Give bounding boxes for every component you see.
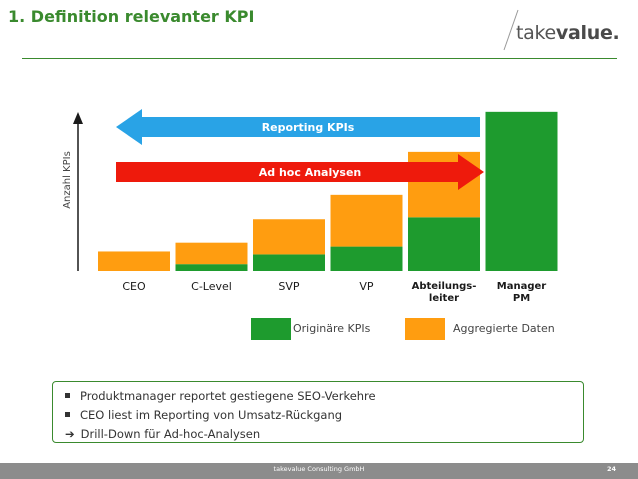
logo-slash-icon [503, 9, 519, 51]
conclusion-text: Drill-Down für Ad-hoc-Analysen [80, 427, 261, 441]
bar-c-level-aggregierte-daten [175, 242, 248, 265]
company-logo: takevalue. [516, 22, 620, 44]
bullet-icon [65, 393, 70, 398]
note-conclusion: ➔ Drill-Down für Ad-hoc-Analysen [65, 425, 583, 444]
footer-company: takevalue Consulting GmbH [273, 465, 365, 473]
y-axis-arrow-icon [73, 112, 83, 124]
slide-title: 1. Definition relevanter KPI [8, 7, 255, 26]
bar-svp-aggregierte-daten [253, 219, 325, 255]
bar-vp-aggregierte-daten [330, 194, 403, 247]
bar-abteilungs-leiter-origin-re-kpis [408, 217, 480, 271]
bar-manager-pm-origin-re-kpis [485, 111, 558, 271]
category-label: Abteilungs-leiter [412, 281, 477, 304]
note-text: CEO liest im Reporting von Umsatz-Rückga… [80, 408, 343, 422]
legend-label-originaere: Originäre KPIs [293, 322, 371, 335]
reporting-arrow-label: Reporting KPIs [262, 121, 355, 134]
note-item: CEO liest im Reporting von Umsatz-Rückga… [65, 406, 583, 425]
note-text: Produktmanager reportet gestiegene SEO-V… [80, 389, 376, 403]
title-rule [22, 58, 617, 59]
legend-swatch-originaere [251, 318, 291, 340]
logo-main: value. [555, 22, 620, 44]
adhoc-arrow-label: Ad hoc Analysen [259, 166, 362, 179]
logo-prefix: take [516, 22, 556, 44]
footer-bar: takevalue Consulting GmbH 24 [0, 463, 638, 479]
notes-box: Produktmanager reportet gestiegene SEO-V… [52, 381, 584, 443]
bar-abteilungs-leiter-aggregierte-daten [408, 151, 480, 218]
note-item: Produktmanager reportet gestiegene SEO-V… [65, 387, 583, 406]
category-label: CEO [122, 280, 146, 293]
legend-swatch-aggregierte [405, 318, 445, 340]
reporting-arrow-icon [116, 109, 480, 145]
page-number: 24 [606, 465, 616, 473]
category-label: SVP [278, 280, 300, 293]
bar-ceo-aggregierte-daten [98, 251, 170, 271]
arrow-right-icon: ➔ [65, 427, 75, 441]
y-axis-label: Anzahl KPIs [62, 151, 73, 209]
adhoc-arrow-icon [116, 154, 484, 190]
category-label: VP [359, 280, 374, 293]
bullet-icon [65, 412, 70, 417]
bar-svp-origin-re-kpis [253, 254, 325, 271]
bar-vp-origin-re-kpis [330, 246, 403, 271]
category-label: C-Level [191, 280, 232, 293]
bar-c-level-origin-re-kpis [175, 264, 248, 271]
legend-label-aggregierte: Aggregierte Daten [453, 322, 555, 335]
